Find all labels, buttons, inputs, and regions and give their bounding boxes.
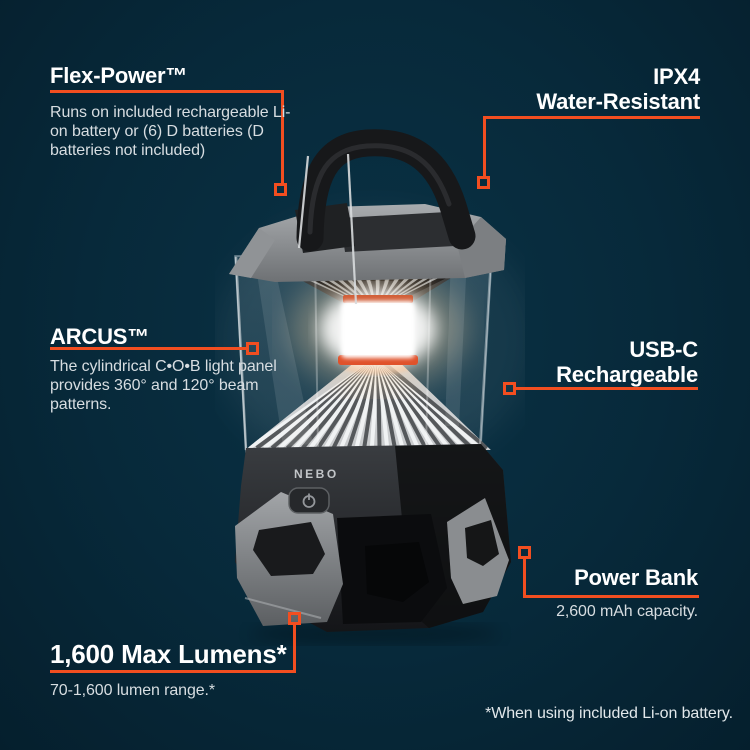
lantern-product-image: NEBO: [215, 129, 525, 644]
ipx4-connector-line: [483, 119, 486, 176]
footnote: *When using included Li-on battery.: [485, 705, 733, 722]
arcus-underline: [50, 347, 246, 350]
usb-c-underline: [516, 387, 698, 390]
ipx4-title-line2: Water-Resistant: [536, 89, 700, 114]
power-bank-description: 2,600 mAh capacity.: [556, 603, 698, 620]
power-bank-connector-line: [523, 559, 526, 595]
callout-power-bank: Power Bank: [574, 565, 698, 590]
usb-c-node: [503, 382, 516, 395]
callout-flex-power: Flex-Power™: [50, 63, 187, 88]
flex-power-connector-line: [281, 93, 284, 183]
max-lumens-underline: [50, 670, 296, 673]
usb-c-title-line1: USB-C: [629, 337, 698, 362]
max-lumens-description: 70-1,600 lumen range.*: [50, 682, 216, 699]
callout-max-lumens: 1,600 Max Lumens*: [50, 640, 287, 669]
flex-power-underline: [50, 90, 284, 93]
ipx4-underline: [483, 116, 700, 119]
ipx4-node: [477, 176, 490, 189]
ground-shadow: [250, 624, 500, 644]
flex-power-title: Flex-Power™: [50, 63, 188, 88]
callout-arcus: ARCUS™: [50, 324, 149, 349]
max-lumens-node: [288, 612, 301, 625]
lantern-feet: [235, 492, 509, 626]
ipx4-title-line1: IPX4: [653, 64, 700, 89]
arcus-title: ARCUS™: [50, 324, 150, 349]
usb-c-title-line2: Rechargeable: [556, 362, 698, 387]
lantern-handle: [296, 129, 476, 252]
flex-power-description: Runs on included rechargeable Li-on batt…: [50, 104, 291, 159]
arcus-node: [246, 342, 259, 355]
flex-power-node: [274, 183, 287, 196]
lens-reflections: [234, 253, 492, 451]
callout-ipx4: IPX4 Water-Resistant: [536, 64, 700, 114]
max-lumens-title: 1,600 Max Lumens*: [50, 639, 287, 669]
arcus-description: The cylindrical C•O•B light panel provid…: [50, 358, 277, 413]
power-button[interactable]: [288, 487, 330, 514]
callout-usb-c: USB-C Rechargeable: [556, 337, 698, 387]
power-bank-underline: [523, 595, 699, 598]
power-icon: [302, 493, 316, 508]
handle-wire-bails: [297, 153, 358, 305]
cob-light-panel: [290, 271, 466, 387]
max-lumens-connector-line: [293, 625, 296, 670]
power-bank-node: [518, 546, 531, 559]
nebo-logo: NEBO: [294, 467, 339, 481]
power-bank-title: Power Bank: [574, 565, 698, 590]
